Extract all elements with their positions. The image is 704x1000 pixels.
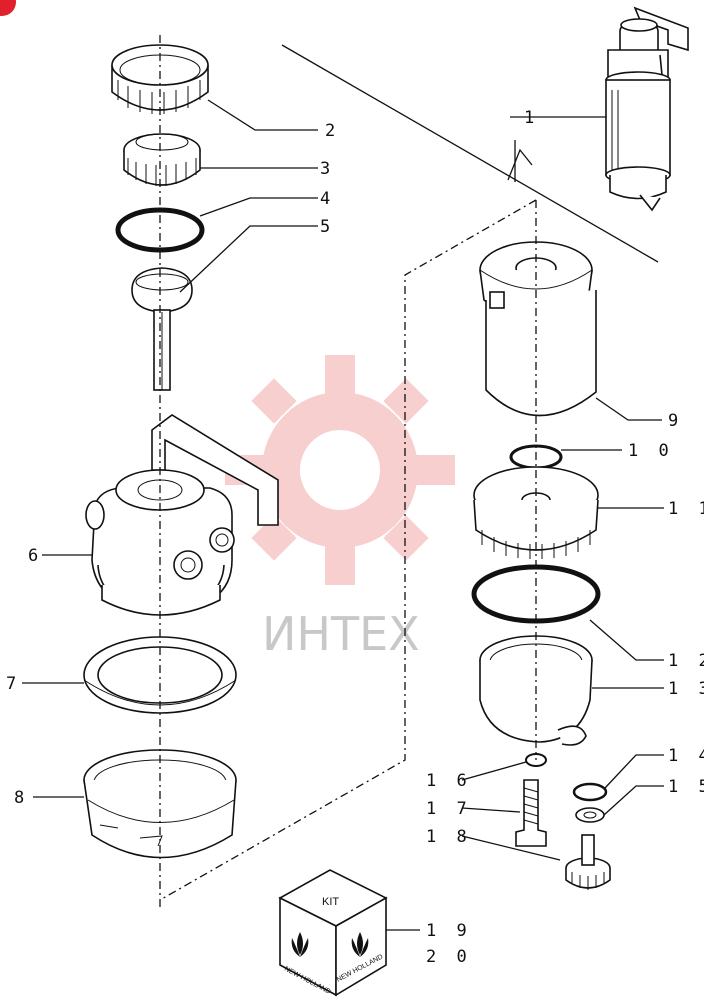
part-18-drain-plug <box>565 834 611 890</box>
callout-20: 2 0 <box>426 947 472 967</box>
leader-lines <box>22 99 664 931</box>
part-9-filter-cartridge <box>479 241 597 417</box>
callout-13: 1 3 <box>668 679 704 699</box>
brand-leaf-logo-right <box>351 932 369 957</box>
callout-3: 3 <box>320 159 335 179</box>
break-mark <box>507 148 533 181</box>
callout-11: 1 1 <box>668 499 704 519</box>
part-14-seal <box>572 782 608 802</box>
corner-marker <box>0 0 16 16</box>
part-13-water-bowl <box>479 635 593 746</box>
callout-10: 1 0 <box>628 441 674 461</box>
part-3-gear-cap <box>123 133 201 186</box>
brand-leaf-logo-left <box>291 932 309 957</box>
part-5-probe <box>131 267 193 391</box>
part-1-filter-assembly <box>605 6 689 212</box>
callout-15: 1 5 <box>668 777 704 797</box>
callout-8: 8 <box>14 788 29 808</box>
callout-9: 9 <box>668 411 683 431</box>
kit-label: KIT <box>322 896 339 908</box>
part-6-filter-head <box>85 414 279 616</box>
callout-2: 2 <box>325 121 340 141</box>
callout-16: 1 6 <box>426 771 472 791</box>
callout-7: 7 <box>6 674 21 694</box>
callout-19: 1 9 <box>426 921 472 941</box>
callout-17: 1 7 <box>426 799 472 819</box>
divider-line <box>281 44 659 263</box>
watermark-text: ИНТЕХ <box>262 607 420 661</box>
callout-4: 4 <box>320 189 335 209</box>
callout-6: 6 <box>28 546 43 566</box>
kit-box: KIT NEW HOLLAND NEW HOLLAND <box>278 869 388 997</box>
part-15-washer <box>575 807 605 823</box>
callout-5: 5 <box>320 217 335 237</box>
part-17-bolt <box>515 779 547 847</box>
callout-1: 1 <box>524 108 539 128</box>
part-7-flat-ring <box>83 636 237 714</box>
callout-18: 1 8 <box>426 827 472 847</box>
callout-14: 1 4 <box>668 746 704 766</box>
group-frame-line <box>159 199 537 901</box>
part-12-large-o-ring <box>471 564 601 624</box>
callout-12: 1 2 <box>668 651 704 671</box>
